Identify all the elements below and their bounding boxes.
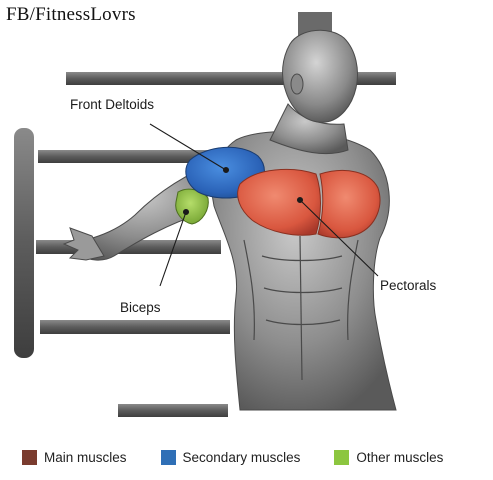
front-deltoids-leader	[149, 123, 227, 171]
biceps-dot	[182, 208, 190, 216]
legend: Main muscles Secondary muscles Other mus…	[22, 446, 492, 468]
legend-item-other: Other muscles	[334, 449, 444, 465]
biceps-label: Biceps	[120, 300, 161, 315]
legend-label-main: Main muscles	[44, 449, 127, 465]
source-credit: FB/FitnessLovrs	[6, 4, 136, 25]
bar-4	[40, 320, 230, 334]
biceps-leader	[159, 211, 187, 287]
abdominals	[243, 235, 359, 381]
bar-bottom	[118, 404, 228, 417]
pectorals-label: Pectorals	[380, 278, 437, 293]
legend-swatch-main	[22, 449, 37, 465]
legend-item-main: Main muscles	[22, 449, 127, 465]
human-figure	[62, 29, 397, 411]
legend-item-secondary: Secondary muscles	[160, 449, 301, 465]
pectoral-right-muscle	[317, 170, 381, 239]
pectorals-leader	[299, 199, 379, 277]
legend-swatch-secondary	[160, 449, 176, 465]
legend-swatch-other	[334, 449, 350, 465]
post-left	[14, 128, 34, 358]
leader-lines	[149, 123, 379, 287]
ear	[290, 73, 304, 95]
head	[282, 29, 358, 123]
pectorals-dot	[296, 196, 304, 204]
pectoral-left-muscle	[237, 168, 321, 236]
front-deltoids-label: Front Deltoids	[70, 97, 155, 112]
hand	[62, 227, 105, 261]
legend-label-other: Other muscles	[356, 449, 444, 465]
legend-label-secondary: Secondary muscles	[182, 449, 301, 465]
front-deltoids-dot	[222, 166, 230, 174]
